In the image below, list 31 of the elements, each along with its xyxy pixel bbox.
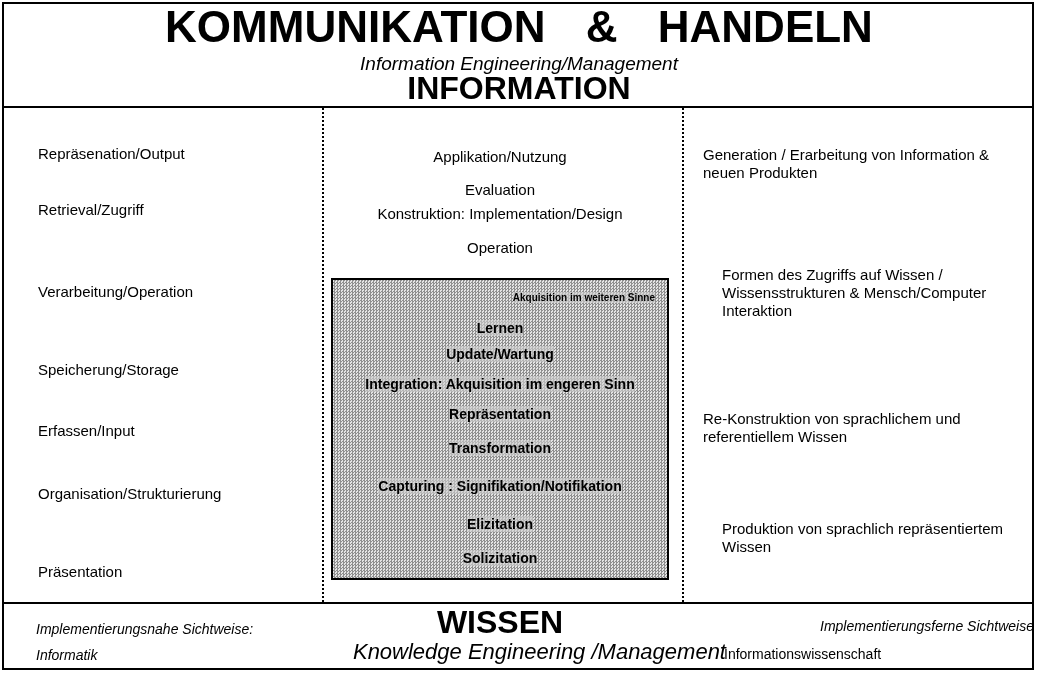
text-label: Applikation/Nutzung [432, 147, 568, 167]
text-label: WISSEN [435, 604, 565, 640]
text-label: Retrieval/Zugriff [38, 200, 145, 220]
text-label: Repräsenation/Output [38, 144, 186, 164]
text-label: Formen des Zugriffs auf Wissen / Wissensstrukturen & Mensch/Computer Interaktion [722, 266, 988, 320]
text-label: Speicherung/Storage [38, 360, 180, 380]
text-label: Operation [466, 238, 534, 258]
text-label: Evaluation [463, 180, 537, 200]
box-text: Akquisition im weiteren Sinne [511, 291, 656, 305]
text-label: Verarbeitung/Operation [38, 282, 195, 302]
box-text: Solizitation [461, 549, 539, 568]
shaded-box [331, 278, 669, 580]
text-label: Information Engineering/Management [359, 52, 680, 76]
box-text: Elizitation [465, 515, 535, 534]
box-text: Capturing : Signifikation/Notifikation [377, 477, 623, 496]
text-label: Knowledge Engineering /Management [351, 638, 726, 666]
text-label: Organisation/Strukturierung [38, 484, 223, 504]
text-label: Implementierungsferne Sichtweise [819, 617, 1034, 636]
box-text: Lernen [475, 319, 525, 338]
text-label: Konstruktion: Implementation/Design [376, 204, 624, 224]
text-label: Präsentation [38, 562, 124, 582]
title: KOMMUNIKATION & HANDELN [164, 2, 874, 52]
box-text: Update/Wartung [445, 345, 555, 364]
box-text: Transformation [448, 439, 552, 458]
box-text: Repräsentation [448, 405, 552, 424]
text-label: Erfassen/Input [38, 421, 136, 441]
text-label: Implementierungsnahe Sichtweise: Informatik [36, 620, 255, 665]
box-text: Integration: Akquisition im engeren Sinn [364, 375, 636, 394]
text-label: Generation / Erarbeitung von Information & neuen Produkten [703, 146, 990, 182]
text-label: Produktion von sprachlich repräsentiertem Wissen [722, 520, 1004, 556]
text-label: Re-Konstruktion von sprachlichem und referentiellem Wissen [703, 410, 962, 446]
